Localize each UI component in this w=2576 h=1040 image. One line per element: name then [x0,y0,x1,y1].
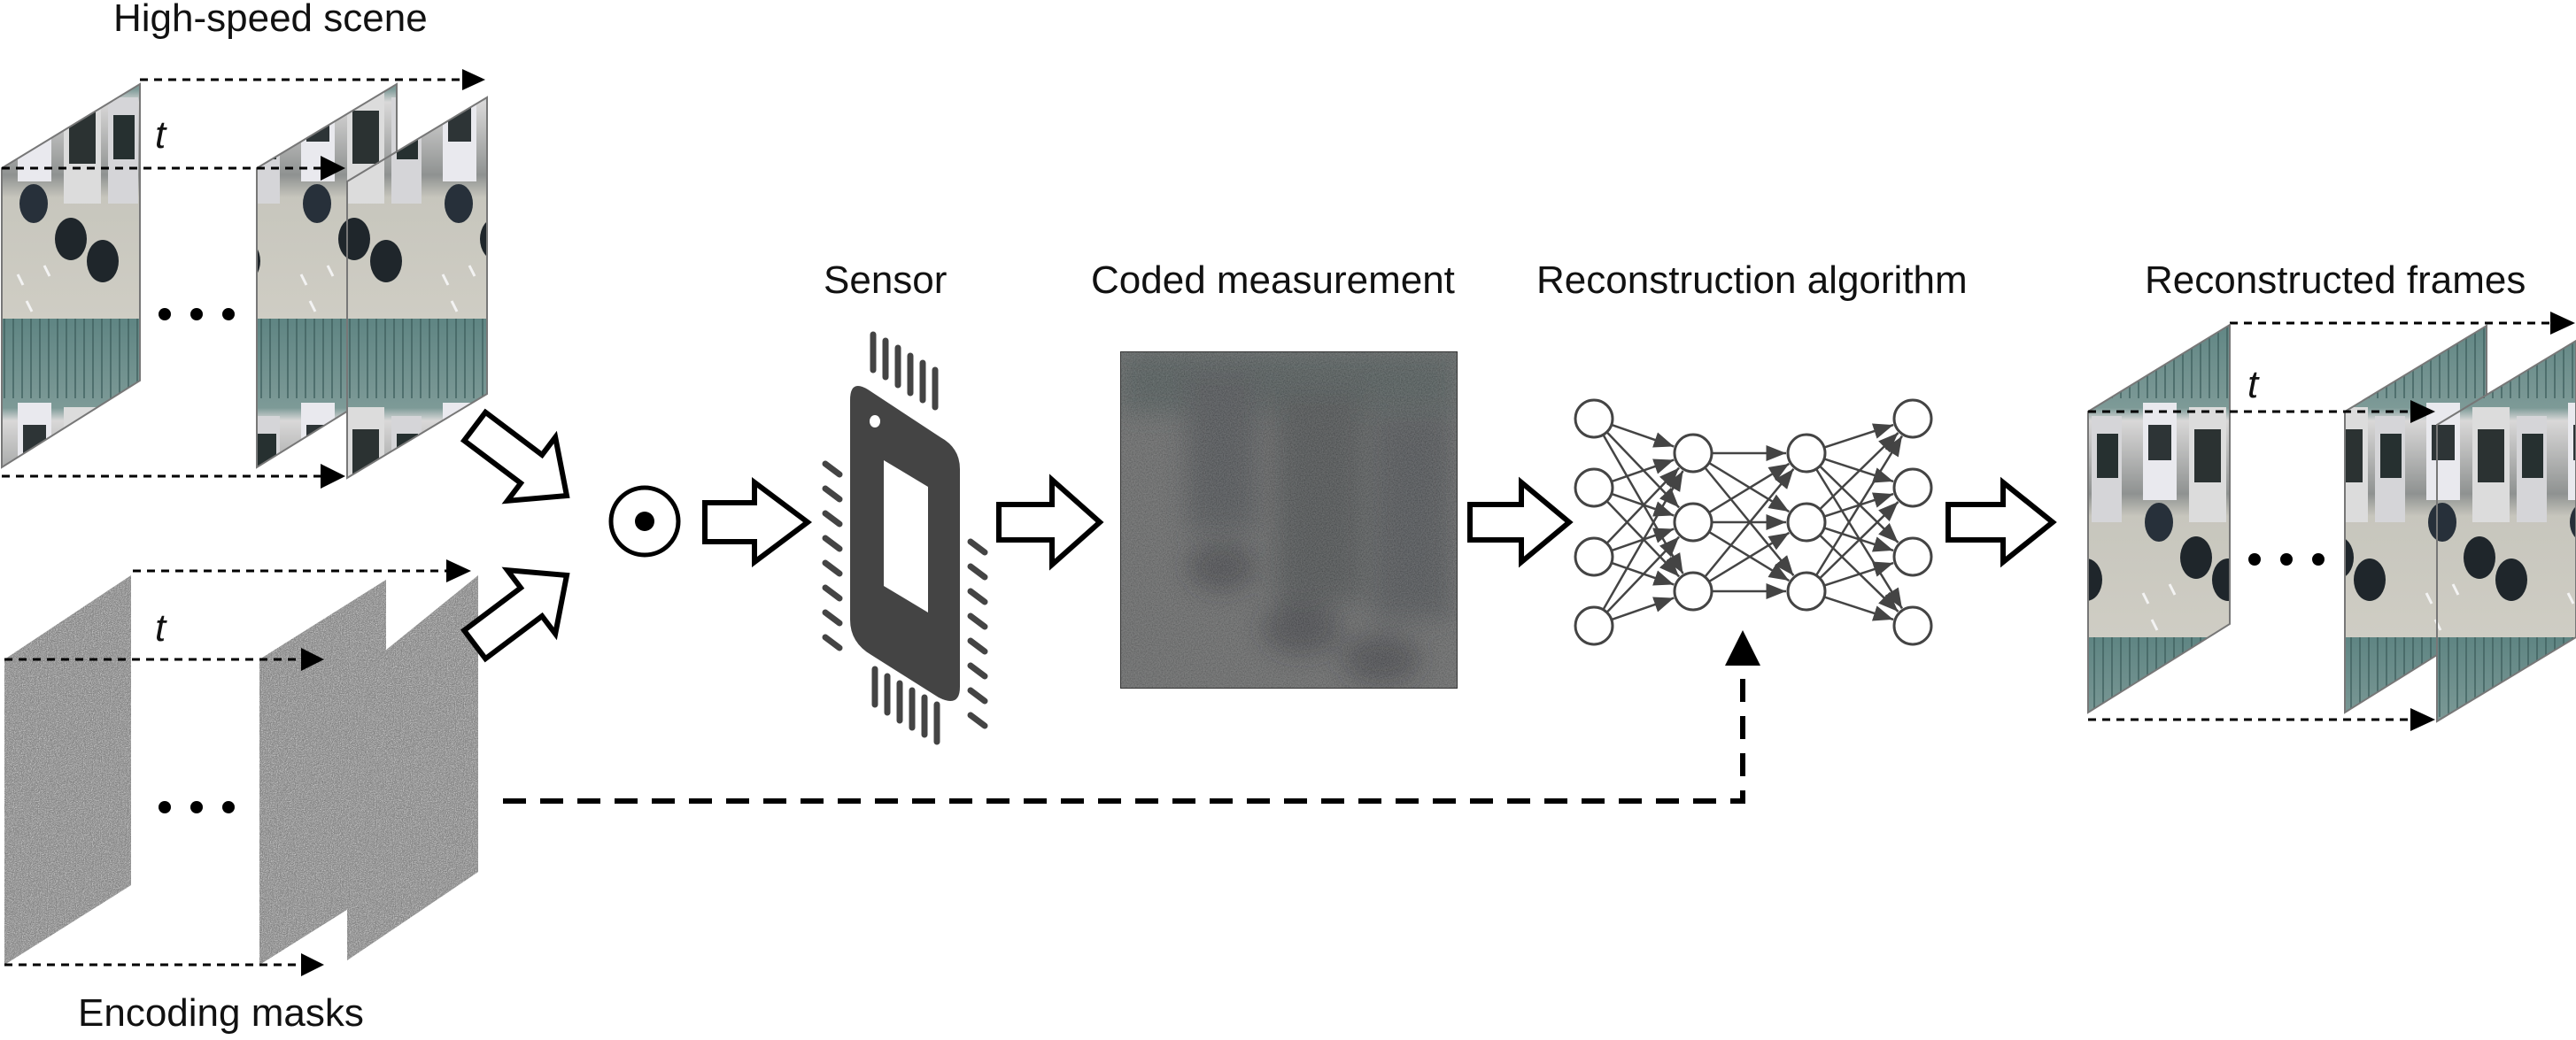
time-axis-top-arrowhead [462,69,485,90]
reconstructed-frame-stack [2087,312,2576,731]
recon-time-axis-top-arrowhead [2550,312,2575,335]
label-reconstructed-frames: Reconstructed frames [2145,258,2526,302]
network-node-layer-4 [1892,536,1933,577]
network-edge [1708,531,1791,583]
recon-time-axis-bottom-arrowhead [2410,708,2435,731]
arrow-algorithm-to-output [1946,476,2057,568]
scene-frame-1 [1,82,141,469]
network-edge [1823,596,1894,621]
network-node-layer-4 [1892,467,1933,508]
network-node-layer-1 [1574,467,1614,508]
time-axis-label-reconstructed: t [2247,363,2259,406]
network-node-layer-3 [1786,571,1827,612]
network-node-layer-2 [1673,433,1713,474]
label-sensor: Sensor [824,258,948,302]
network-edge [1611,597,1675,621]
mask-time-axis-bottom-arrowhead [301,953,324,976]
arrow-measurement-to-algorithm [1467,476,1574,568]
network-node-layer-1 [1574,605,1614,646]
connector-arrowhead [1725,630,1760,666]
network-edge [1819,501,1899,580]
network-node-layer-4 [1892,605,1933,646]
scene-frame-3 [346,96,488,480]
network-node-layer-3 [1786,502,1827,543]
arrow-multiply-to-sensor [702,477,812,567]
ellipsis-icon [2248,553,2325,566]
network-edge [1611,423,1675,448]
ellipsis-icon [159,308,235,320]
arrow-scene-to-multiply [460,408,570,505]
coded-measurement-image [1120,351,1458,689]
time-axis-label-masks: t [155,606,166,650]
multiply-operator-icon [608,485,681,558]
time-axis-mid-arrowhead [321,156,345,181]
network-edge [1823,423,1894,449]
network-node-layer-1 [1574,536,1614,577]
network-node-layer-2 [1673,502,1713,543]
network-node-layer-3 [1786,433,1827,474]
mask-time-axis-mid-arrowhead [301,648,324,671]
arrow-sensor-to-measurement [996,474,1104,571]
recon-frame-1 [2087,323,2231,714]
mask-to-algorithm-connector [503,630,1760,804]
time-axis-bottom-arrowhead [321,464,345,489]
network-edge [1814,435,1904,576]
mask-frame-stack [4,559,478,976]
recon-frame-3 [2436,339,2576,723]
label-encoding-masks: Encoding masks [78,991,364,1035]
network-node-layer-1 [1574,398,1614,439]
recon-time-axis-mid-arrowhead [2410,400,2435,423]
network-edge [1611,458,1675,483]
network-node-layer-2 [1673,571,1713,612]
label-reconstruction-algorithm: Reconstruction algorithm [1536,258,1968,302]
network-node-layer-4 [1892,398,1933,439]
network-edge [1602,470,1684,611]
label-coded-measurement: Coded measurement [1091,258,1455,302]
sensor-chip-icon [822,331,988,745]
neural-network-diagram [1574,398,1933,646]
network-edge [1823,561,1894,587]
mask-time-axis-top-arrowhead [446,559,471,582]
label-high-speed-scene: High-speed scene [113,0,428,40]
network-edge [1704,467,1795,578]
scene-frame-stack [1,69,488,489]
network-edge [1605,535,1680,613]
time-axis-label-scene: t [155,113,166,157]
ellipsis-icon [159,801,235,813]
arrow-mask-to-multiply [460,566,570,663]
